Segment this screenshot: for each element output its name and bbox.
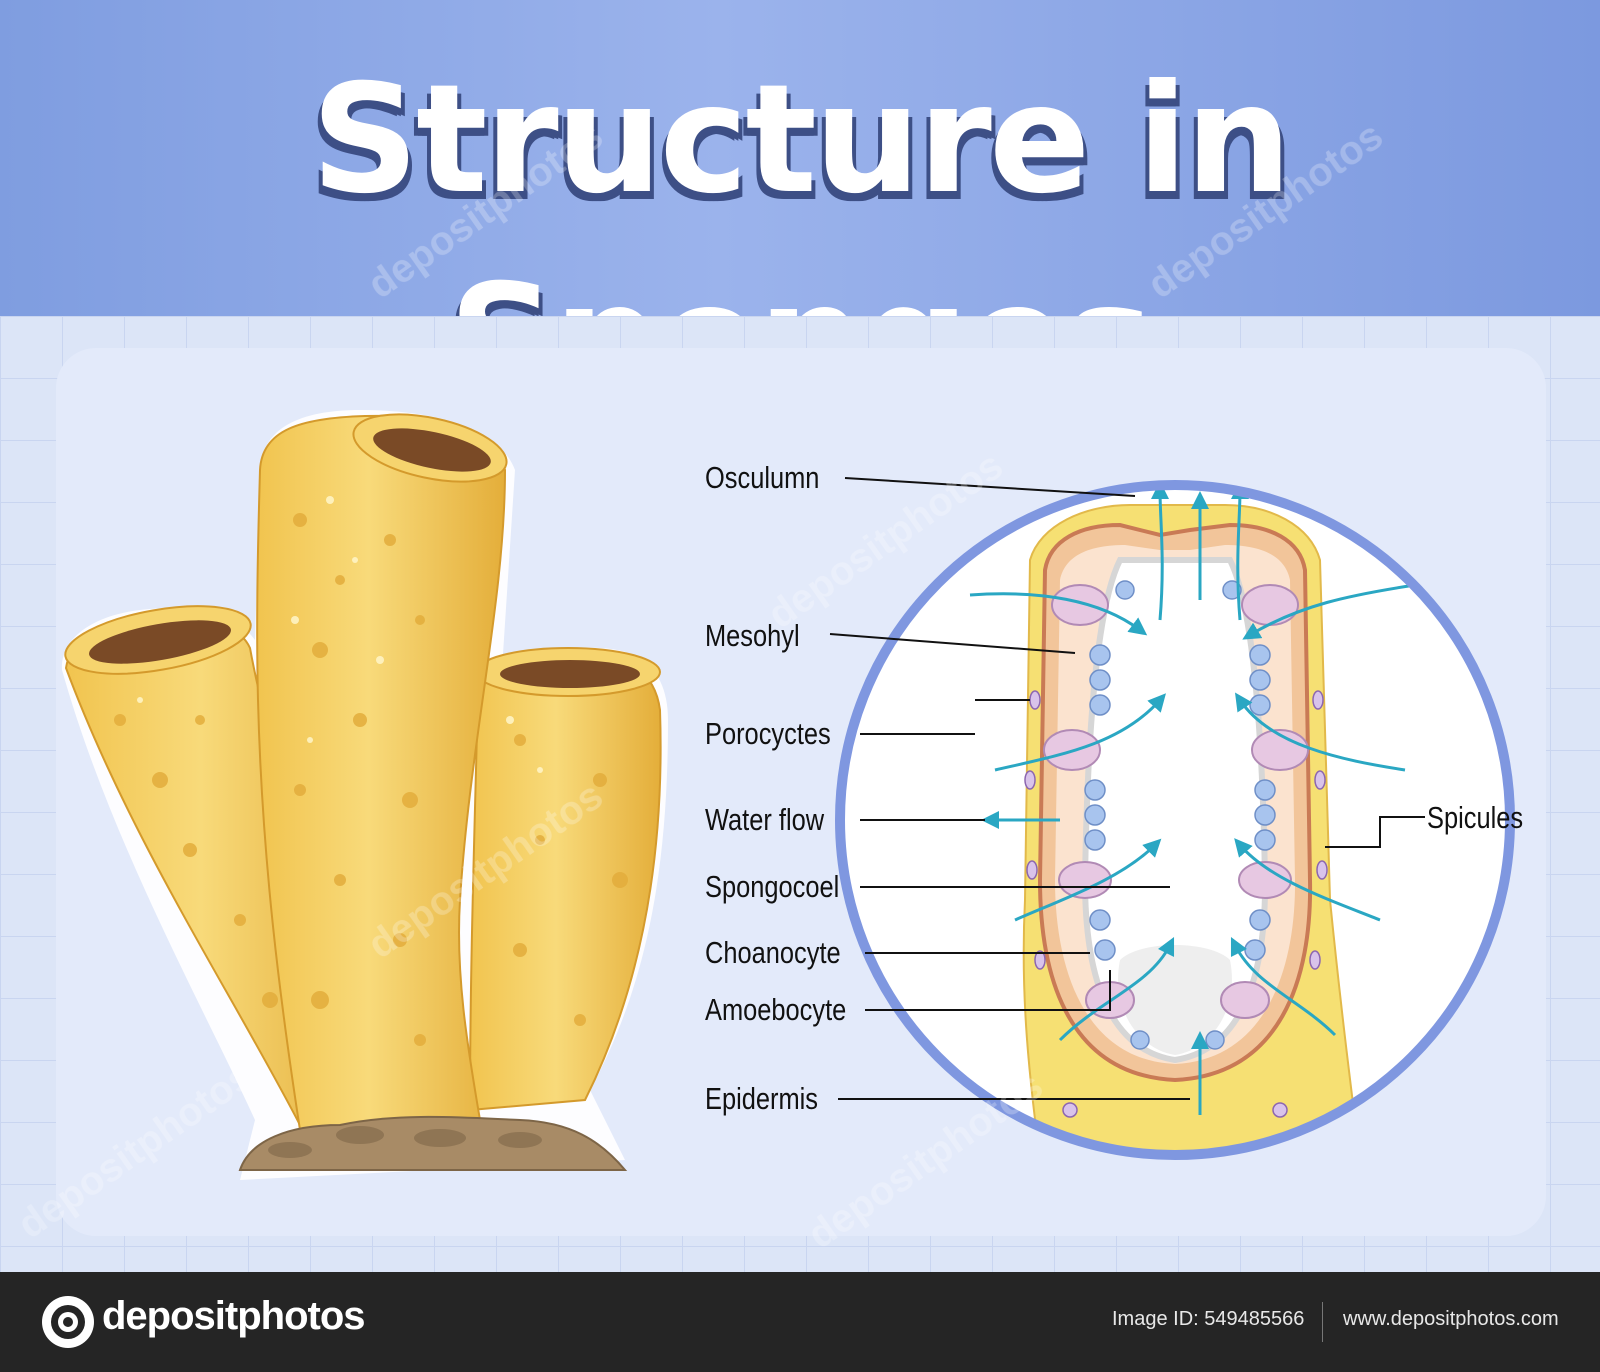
depositphotos-logo-icon[interactable] — [40, 1294, 96, 1350]
label-epidermis: Epidermis — [705, 1081, 819, 1116]
label-spongocoel: Spongocoel — [705, 869, 840, 904]
watermark-text: depositphotos — [1140, 113, 1391, 307]
label-water-flow: Water flow — [705, 802, 825, 837]
label-osculumn: Osculumn — [705, 460, 820, 495]
watermark-text: depositphotos — [360, 113, 611, 307]
image-id: Image ID: 549485566 — [1112, 1308, 1305, 1330]
label-spicules: Spicules — [1427, 800, 1524, 835]
label-mesohyl: Mesohyl — [705, 618, 800, 653]
watermark-text: depositphotos — [800, 1063, 1051, 1257]
website-link[interactable]: www.depositphotos.com — [1343, 1308, 1559, 1330]
cross-section-circle — [835, 480, 1515, 1160]
footer-divider — [1322, 1302, 1323, 1342]
brand-name[interactable]: depositphotos — [102, 1294, 366, 1338]
label-choanocyte: Choanocyte — [705, 935, 841, 970]
watermark-text: depositphotos — [10, 1053, 261, 1247]
label-amoebocyte: Amoebocyte — [705, 992, 847, 1027]
sponge-figure: depositphotos depositphotos depositphoto… — [10, 113, 1515, 1257]
sponge-illustration — [61, 410, 668, 1180]
leader-lines — [829, 477, 1425, 1100]
header-banner — [0, 0, 1600, 316]
label-porocyctes: Porocyctes — [705, 716, 831, 751]
footer-bar: depositphotos Image ID: 549485566 www.de… — [0, 1272, 1600, 1372]
